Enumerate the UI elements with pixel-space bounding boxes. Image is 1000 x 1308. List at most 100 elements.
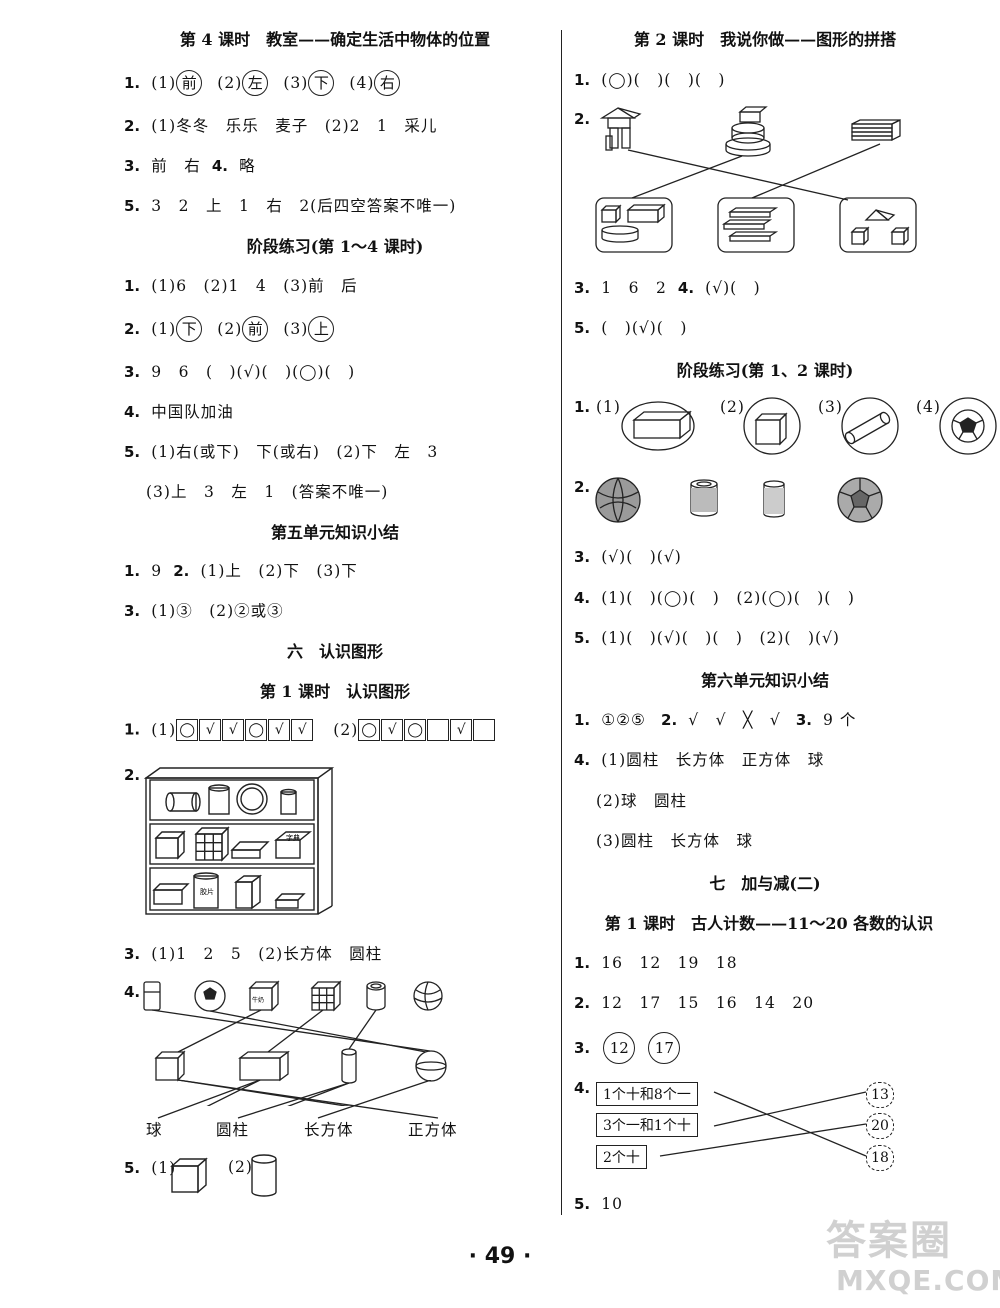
circled-answer: 右	[374, 70, 401, 96]
answer-row: 1. (1)◯√√◯√√ (2)◯√◯√	[124, 719, 496, 741]
answer-row: 1. 9 2. (1)上 (2)下 (3)下	[124, 559, 358, 581]
answer-row: 1. (1)前 (2)左 (3)下 (4)右	[124, 70, 401, 96]
shelf-figure: 字典 胶片	[143, 767, 335, 915]
answer-text: (1)上 (2)下 (3)下	[200, 562, 358, 580]
answer-box: √	[381, 719, 404, 741]
answer-row: 5. (1)( )(√)( )( ) (2)( )(√)	[574, 626, 840, 648]
shape-label-cylinder: 圆柱	[216, 1121, 250, 1139]
answer-text: (1)1 2 5 (2)长方体 圆柱	[151, 945, 383, 963]
question-number: 2.	[574, 478, 591, 496]
lesson4-heading: 第 4 课时 教室——确定生活中物体的位置	[179, 30, 491, 49]
shape-label-cuboid: 长方体	[304, 1121, 354, 1139]
part-label: (2)	[217, 320, 243, 338]
flower-number: 13	[866, 1082, 894, 1108]
unit5-summary-heading: 第五单元知识小结	[270, 523, 399, 542]
matching-lines-bottom	[157, 1080, 439, 1119]
answer-row: 5. 3 2 上 1 右 2(后四空答案不唯一)	[124, 194, 456, 216]
question-number: 4.	[574, 589, 591, 607]
answer-row: 3. (√)( )(√)	[574, 545, 682, 567]
answer-box: √	[450, 719, 473, 741]
answer-text: (2)球 圆柱	[596, 792, 687, 810]
answer-text: 10	[601, 1195, 623, 1213]
question-number: 4.	[211, 157, 228, 175]
question-number: 2.	[661, 711, 678, 729]
question-number: 2.	[124, 320, 141, 338]
answer-row: 4. 中国队加油	[124, 400, 234, 422]
answer-text: (1)冬冬 乐乐 麦子 (2)2 1 采儿	[151, 117, 438, 135]
shape-label-ball: 球	[146, 1121, 163, 1139]
unit6-heading: 六 认识图形	[286, 642, 383, 661]
building-matching-figure	[595, 106, 917, 253]
watermark-logo: 答案圈	[826, 1218, 952, 1264]
page-number: · 49 ·	[468, 1244, 532, 1269]
shape-label-cube: 正方体	[408, 1121, 458, 1139]
answer-row: 3. 前 右 4. 略	[124, 154, 256, 176]
answer-row: 4. (1)( )(◯)( ) (2)(◯)( )( )	[574, 586, 855, 608]
question-number: 5.	[124, 443, 141, 461]
cylinder-answer-icon	[251, 1154, 277, 1197]
answer-text: 中国队加油	[151, 403, 234, 421]
answer-text: 9 6 ( )(√)( )(◯)( )	[151, 363, 356, 381]
answer-text: ( )(√)( )	[601, 319, 688, 337]
answer-text: 9 个	[823, 711, 857, 729]
circled-answer: 下	[176, 316, 203, 342]
question-number: 4.	[124, 403, 141, 421]
question-number: 4.	[574, 1079, 591, 1097]
question-number: 5.	[574, 1195, 591, 1213]
question-number: 1.	[574, 398, 591, 416]
answer-text: (3)上 3 左 1 (答案不唯一)	[146, 483, 389, 501]
question-number: 1.	[574, 71, 591, 89]
unit6-summary-heading: 第六单元知识小结	[700, 671, 829, 690]
shapes-row-1	[621, 397, 997, 455]
question-number: 2.	[124, 766, 141, 784]
column-divider	[561, 30, 562, 1215]
question-number: 2.	[173, 562, 190, 580]
answer-row: 3. 9 6 ( )(√)( )(◯)( )	[124, 360, 355, 382]
question-number: 3.	[574, 1039, 591, 1057]
circled-answer: 左	[242, 70, 269, 96]
circled-answer: 上	[308, 316, 335, 342]
answer-text: (1)圆柱 长方体 正方体 球	[601, 751, 825, 769]
answer-row: 1. ①②⑤ 2. √ √ ╳ √ 3. 9 个	[574, 708, 856, 730]
count-box: 3个一和1个十	[596, 1113, 698, 1137]
answer-box: √	[268, 719, 291, 741]
stage-practice-heading: 阶段练习(第 1～4 课时)	[246, 237, 424, 256]
answer-row: 5. ( )(√)( )	[574, 316, 687, 338]
answer-row: 1. (1)6 (2)1 4 (3)前 后	[124, 274, 358, 296]
count-box: 1个十和8个一	[596, 1082, 698, 1106]
question-number: 1.	[124, 562, 141, 580]
answer-row: 1. (◯)( )( )( )	[574, 68, 725, 90]
answer-row: 4. (1)圆柱 长方体 正方体 球	[574, 748, 824, 770]
part-label: (2)	[228, 1158, 253, 1176]
answer-text: (√)( )	[705, 279, 761, 297]
part-label: (4)	[349, 74, 375, 92]
answer-row: 2. (1)下 (2)前 (3)上	[124, 316, 335, 342]
answer-row: 1. 16 12 19 18	[574, 951, 738, 973]
answer-box: ◯	[176, 719, 199, 741]
answer-row: 5. 10	[574, 1194, 623, 1213]
lesson2-heading: 第 2 课时 我说你做——图形的拼搭	[633, 30, 897, 49]
answer-row: 3. 1 6 2 4. (√)( )	[574, 276, 761, 298]
answer-row: 2. (1)冬冬 乐乐 麦子 (2)2 1 采儿	[124, 114, 437, 136]
circled-answer: 下	[308, 70, 335, 96]
answer-text: 略	[239, 157, 256, 175]
part-label: (1)	[151, 1159, 177, 1177]
question-number: 1.	[574, 711, 591, 729]
circled-answer: 前	[176, 70, 203, 96]
question-number: 3.	[124, 157, 141, 175]
answer-box: √	[222, 719, 245, 741]
part-label: (4)	[916, 398, 941, 416]
answer-text: 9	[151, 562, 163, 580]
answer-text: 3 2 上 1 右 2(后四空答案不唯一)	[151, 197, 457, 215]
answer-text: √ √ ╳ √	[688, 711, 781, 729]
question-number: 2.	[574, 994, 591, 1012]
answer-text: (◯)( )( )( )	[601, 71, 726, 89]
answer-row: 3. (1)③ (2)②或③	[124, 599, 284, 621]
part-label: (2)	[720, 398, 745, 416]
answer-text: 16 12 19 18	[601, 954, 738, 972]
book-label: 字典	[286, 833, 300, 842]
question-number: 4.	[574, 751, 591, 769]
answer-text: (1)( )(√)( )( ) (2)( )(√)	[601, 629, 840, 647]
circled-answer: 12	[603, 1032, 636, 1064]
answer-text: 前 右	[151, 157, 201, 175]
